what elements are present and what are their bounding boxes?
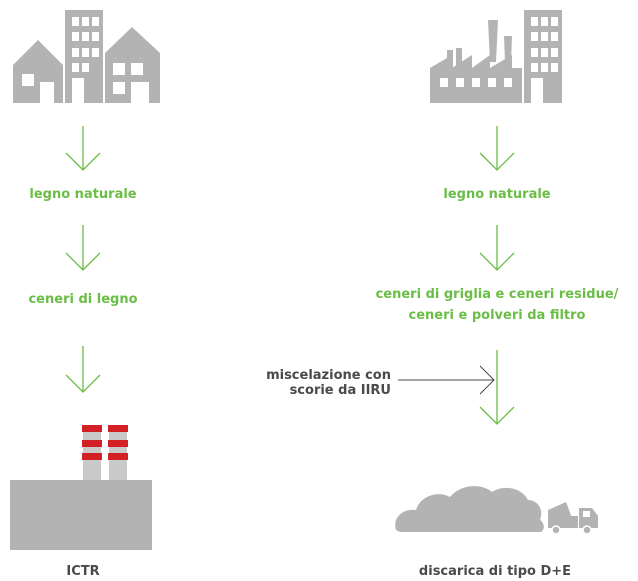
landfill-truck-icon <box>395 486 598 535</box>
right-arrow-1 <box>479 126 515 171</box>
factory-icon <box>430 10 562 103</box>
right-arrow-3 <box>479 350 515 425</box>
side-input-arrow <box>398 365 495 395</box>
left-arrow-2 <box>65 225 101 271</box>
left-arrow-3 <box>65 346 101 393</box>
right-step1-label: legno naturale <box>443 187 551 202</box>
side-input-line2: scorie da IIRU <box>289 383 391 398</box>
right-end-label: discarica di tipo D+E <box>418 564 572 579</box>
factory-chimneys-icon <box>10 425 152 550</box>
left-step1-label: legno naturale <box>29 187 137 202</box>
houses-icon <box>13 10 160 103</box>
left-arrow-1 <box>65 126 101 171</box>
right-arrow-2 <box>479 225 515 271</box>
right-step2-line1: ceneri di griglia e ceneri residue/ <box>375 287 619 302</box>
left-end-label: ICTR <box>66 564 100 579</box>
side-input-line1: miscelazione con <box>266 368 391 383</box>
right-step2-line2: ceneri e polveri da filtro <box>408 308 586 323</box>
left-step2-label: ceneri di legno <box>28 292 138 307</box>
